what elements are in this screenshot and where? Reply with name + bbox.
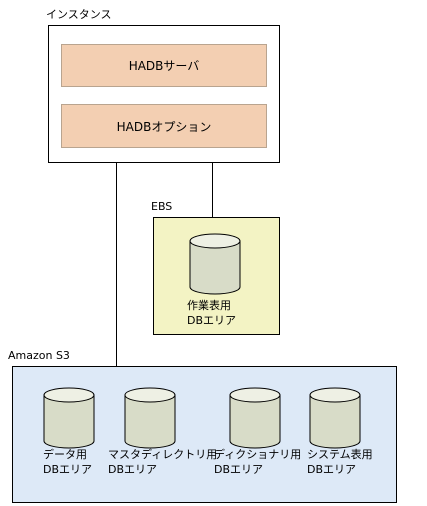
- s3-db-master-line2: DBエリア: [108, 463, 158, 476]
- s3-db-caption-system: システム表用 DBエリア: [307, 447, 373, 477]
- instance-box: HADBサーバ HADBオプション: [48, 25, 280, 163]
- ebs-box: 作業表用 DBエリア: [153, 217, 280, 335]
- hadb-option-label: HADBオプション: [116, 119, 212, 134]
- s3-db-cylinder-master: [124, 387, 176, 449]
- s3-db-data-line2: DBエリア: [43, 463, 93, 476]
- hadb-option-bar: HADBオプション: [61, 104, 267, 148]
- s3-db-cylinder-data: [43, 387, 95, 449]
- instance-label: インスタンス: [46, 8, 112, 21]
- s3-db-system-line2: DBエリア: [307, 463, 357, 476]
- s3-db-caption-master: マスタディレクトリ用 DBエリア: [108, 447, 217, 477]
- s3-db-data-line1: データ用: [43, 448, 87, 461]
- s3-db-system-line1: システム表用: [307, 448, 373, 461]
- instance-to-s3-connector: [116, 163, 117, 366]
- ebs-db-line2: DBエリア: [187, 314, 237, 327]
- s3-db-dictionary-line1: ディクショナリ用: [214, 448, 302, 461]
- s3-db-dictionary-line2: DBエリア: [214, 463, 264, 476]
- ebs-db-cylinder: [189, 233, 241, 295]
- s3-db-cylinder-system: [309, 387, 361, 449]
- s3-db-caption-dictionary: ディクショナリ用 DBエリア: [214, 447, 301, 477]
- s3-box: データ用 DBエリア マスタディレクトリ用 DBエリア ディクショナリ用 DBエ…: [12, 366, 397, 503]
- s3-label: Amazon S3: [8, 349, 70, 362]
- instance-to-ebs-connector: [212, 163, 213, 218]
- s3-db-master-line1: マスタディレクトリ用: [108, 448, 218, 461]
- hadb-server-label: HADBサーバ: [128, 59, 200, 73]
- ebs-db-caption: 作業表用 DBエリア: [187, 298, 236, 328]
- ebs-db-line1: 作業表用: [187, 299, 231, 312]
- s3-db-cylinder-dictionary: [229, 387, 281, 449]
- s3-db-caption-data: データ用 DBエリア: [43, 447, 92, 477]
- ebs-label: EBS: [151, 200, 173, 213]
- hadb-server-bar: HADBサーバ: [61, 44, 267, 87]
